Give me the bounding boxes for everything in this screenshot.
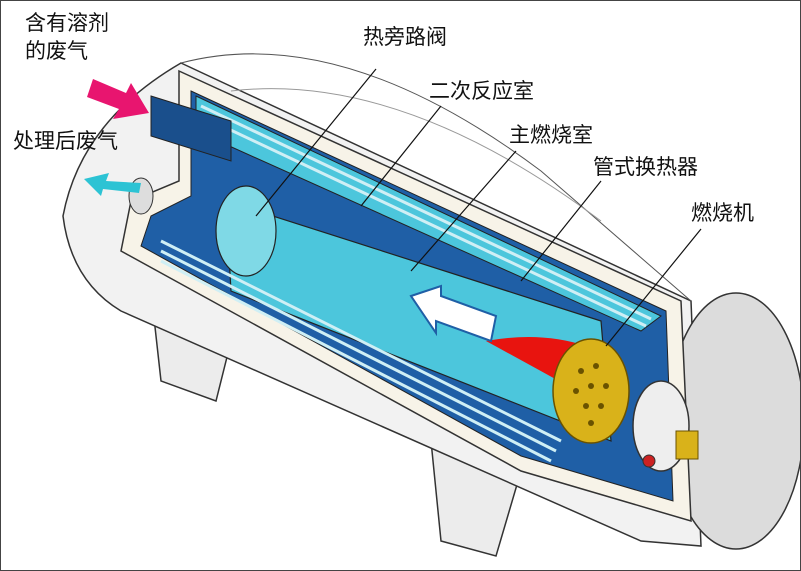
inlet-pipe bbox=[150, 95, 232, 162]
label-inlet-gas-line2: 的废气 bbox=[25, 39, 88, 63]
label-burner: 燃烧机 bbox=[691, 201, 754, 225]
label-main-chamber: 主燃烧室 bbox=[509, 123, 593, 147]
exchanger-tubes bbox=[160, 104, 652, 463]
label-bypass-valve: 热旁路阀 bbox=[363, 25, 447, 49]
leader-lines bbox=[255, 68, 702, 347]
burner-flange bbox=[632, 380, 690, 472]
flow-arrow bbox=[409, 284, 498, 343]
fuel-connector bbox=[675, 430, 699, 460]
label-heat-exchanger: 管式换热器 bbox=[593, 155, 698, 179]
bypass-valve-ring bbox=[215, 185, 277, 277]
burner-head bbox=[552, 338, 630, 444]
label-treated-gas: 处理后废气 bbox=[13, 129, 118, 153]
label-secondary-chamber: 二次反应室 bbox=[429, 79, 534, 103]
inlet-arrow bbox=[87, 79, 149, 119]
outlet-arrow bbox=[84, 173, 141, 196]
label-inlet-gas: 含有溶剂 bbox=[25, 11, 109, 35]
